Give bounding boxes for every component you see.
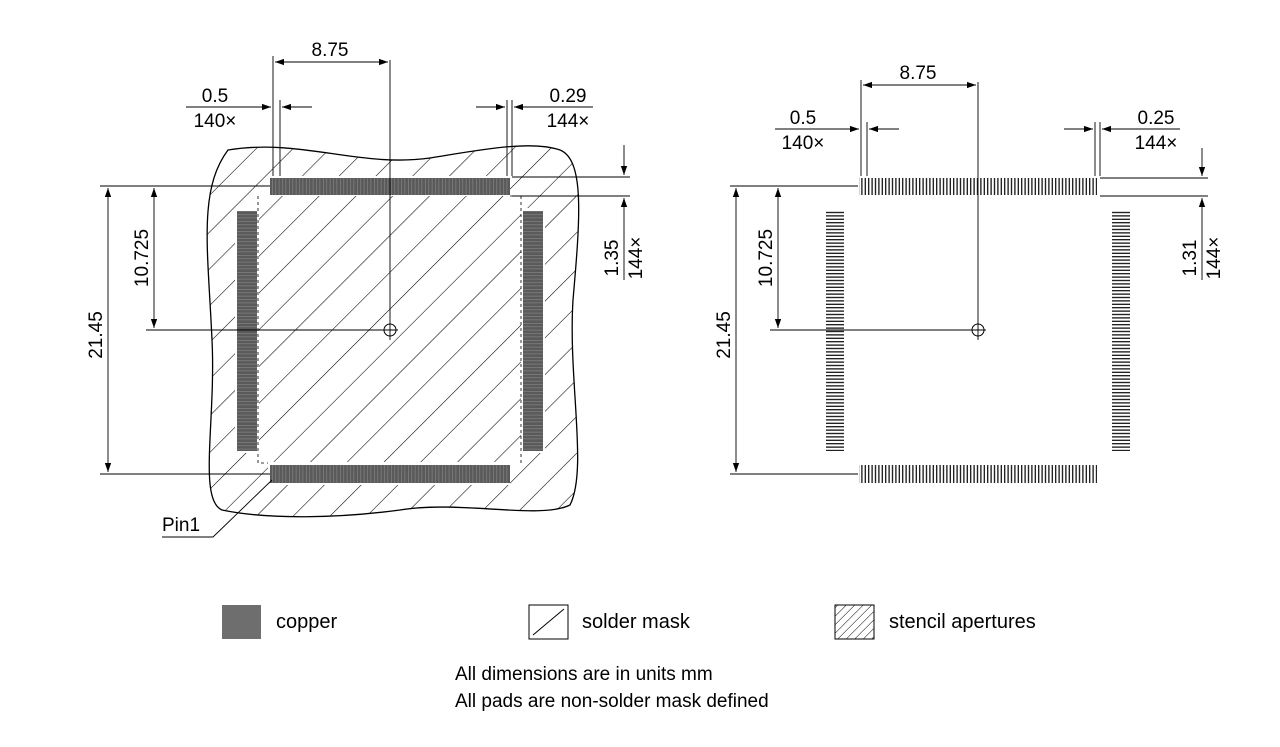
solder-mask-region — [206, 145, 580, 518]
dim-half-span: 10.725 — [756, 229, 777, 287]
pin1-leader — [162, 479, 273, 538]
dim-pitch-value: 0.5 — [790, 108, 816, 129]
note-pads: All pads are non-solder mask defined — [455, 691, 769, 712]
dim-half-span: 10.725 — [132, 229, 153, 287]
stencil-row-left — [826, 211, 844, 451]
right-stencil-view: 8.75 0.5 140× 0.25 144× 1.31 144× 10.725… — [714, 63, 1225, 483]
pin1-label: Pin1 — [162, 515, 200, 536]
dim-full-span: 21.45 — [714, 311, 735, 359]
legend-stencil-swatch — [834, 604, 875, 640]
legend-stencil-label: stencil apertures — [889, 611, 1036, 633]
dim-pad-width-value: 0.25 — [1138, 108, 1175, 129]
dim-pad-width-count: 144× — [547, 111, 590, 132]
dim-full-span: 21.45 — [86, 311, 107, 359]
legend-solder-mask-label: solder mask — [582, 611, 691, 633]
stencil-row-bottom — [859, 465, 1097, 483]
left-footprint: 8.75 0.5 140× 0.29 144× 1.35 144× 10.725… — [86, 40, 647, 538]
dim-center-offset: 8.75 — [312, 40, 349, 61]
dim-pad-length-value: 1.31 — [1180, 240, 1201, 277]
dim-pitch-value: 0.5 — [202, 86, 228, 107]
legend-copper-label: copper — [276, 611, 337, 633]
copper-pad-row-bottom — [270, 465, 510, 483]
legend: copper solder mask stencil apertures — [222, 604, 1036, 640]
dim-pitch-count: 140× — [194, 111, 237, 132]
dim-pitch-count: 140× — [782, 133, 825, 154]
note-units: All dimensions are in units mm — [455, 664, 713, 685]
stencil-row-right — [1112, 211, 1130, 451]
dim-center-offset: 8.75 — [900, 63, 937, 84]
legend-copper-swatch — [222, 605, 261, 639]
copper-pad-row-right — [523, 211, 543, 451]
copper-pad-row-left — [237, 211, 257, 451]
dim-pad-width-count: 144× — [1135, 133, 1178, 154]
dim-pad-length-value: 1.35 — [602, 240, 623, 277]
dim-pad-width-value: 0.29 — [550, 86, 587, 107]
dim-pad-length-count: 144× — [1204, 237, 1225, 280]
dim-pad-length-count: 144× — [626, 237, 647, 280]
